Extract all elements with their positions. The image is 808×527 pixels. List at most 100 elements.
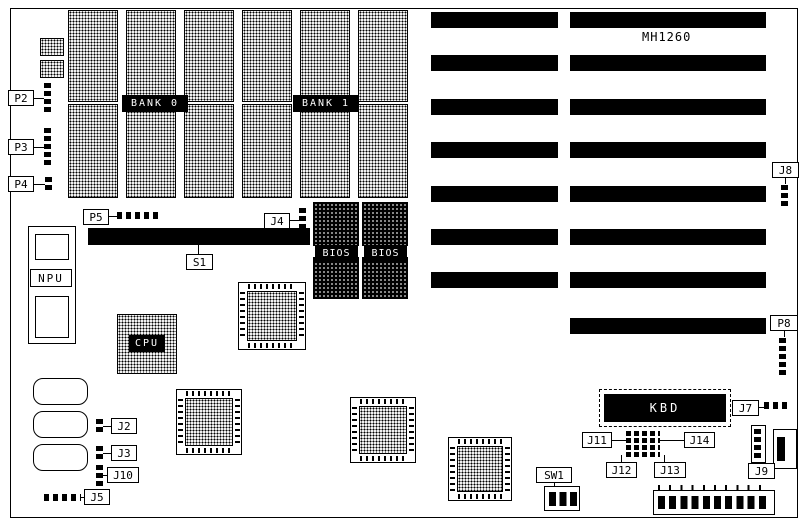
- pin-header-j7: [764, 402, 787, 409]
- ram-chip: [68, 10, 118, 102]
- pin-header-p8: [779, 338, 786, 375]
- bank0-label: BANK 0: [122, 95, 188, 112]
- label-j14: J14: [684, 432, 715, 448]
- bios-chip: [313, 257, 359, 299]
- leader-line: [621, 455, 622, 462]
- leader-line: [103, 475, 108, 476]
- right-edge-connector-contact: [777, 437, 785, 461]
- ram-chip: [184, 104, 234, 198]
- dip-switch-sw1: [544, 486, 580, 511]
- bios-label: BIOS: [364, 246, 407, 262]
- qfp-pins: [235, 399, 240, 445]
- qfp-pins: [178, 399, 183, 445]
- leader-line: [554, 483, 555, 487]
- qfp-pins: [186, 391, 232, 396]
- qfp-pins: [360, 399, 406, 404]
- label-j2: J2: [111, 418, 137, 434]
- qfp-pins: [352, 407, 357, 453]
- leader-line: [759, 407, 764, 408]
- isa-slot-segment: [431, 12, 558, 28]
- isa-slot-segment: [570, 12, 766, 28]
- npu-label: NPU: [30, 269, 72, 287]
- ram-chip: [184, 10, 234, 102]
- ram-chip: [242, 104, 292, 198]
- qfp-pins: [360, 456, 406, 461]
- qfp-chip: [176, 389, 242, 455]
- cpu-label: CPU: [129, 335, 165, 352]
- ram-chip: [68, 104, 118, 198]
- cpu-chip: [117, 314, 177, 374]
- qfp-die: [247, 291, 297, 341]
- oval-component: [33, 444, 88, 471]
- oval-component: [33, 378, 88, 405]
- label-sw1: SW1: [536, 467, 572, 483]
- qfp-die: [457, 446, 503, 492]
- qfp-pins: [450, 447, 455, 491]
- sipp-socket-s1: [88, 228, 310, 245]
- qfp-die: [359, 406, 407, 454]
- qfp-pins: [299, 292, 304, 340]
- bios-chip: [313, 202, 359, 246]
- leader-line: [785, 178, 786, 184]
- isa-slot-segment: [431, 55, 558, 71]
- ram-chip-small: [40, 38, 64, 56]
- isa-slot-segment: [570, 318, 766, 334]
- qfp-pins: [240, 292, 245, 340]
- leader-line: [103, 426, 111, 427]
- pin-header-j9: [754, 429, 761, 458]
- ram-chip-small: [40, 60, 64, 78]
- npu-socket-inner: [35, 296, 69, 338]
- leader-line: [34, 98, 44, 99]
- power-connector-ticks: [658, 485, 770, 490]
- qfp-pins: [458, 494, 502, 499]
- isa-slot-segment: [431, 272, 558, 288]
- qfp-pins: [458, 439, 502, 444]
- label-p8: P8: [770, 315, 798, 331]
- pin-header-j11-j14: [626, 431, 660, 459]
- isa-slot-segment: [570, 142, 766, 158]
- label-j11: J11: [582, 432, 612, 448]
- pin-header-j10: [96, 465, 103, 486]
- dip-switch-toggles: [549, 492, 577, 506]
- leader-line: [103, 453, 111, 454]
- pin-header-p5: [117, 212, 158, 219]
- leader-line: [81, 497, 84, 498]
- ram-chip: [358, 104, 408, 198]
- leader-line: [34, 184, 45, 185]
- label-s1: S1: [186, 254, 213, 270]
- qfp-pins: [505, 447, 510, 491]
- ram-chip: [300, 104, 350, 198]
- label-j9: J9: [748, 463, 775, 479]
- label-j3: J3: [111, 445, 137, 461]
- qfp-pins: [248, 343, 296, 348]
- qfp-die: [185, 398, 233, 446]
- pin-row: [626, 431, 660, 436]
- pin-header-j2: [96, 419, 103, 432]
- power-connector-pins: [658, 496, 770, 509]
- board-model-text: MH1260: [642, 30, 692, 44]
- npu-socket-inner: [35, 234, 69, 260]
- leader-line: [784, 331, 785, 337]
- leader-line: [612, 440, 626, 441]
- label-j7: J7: [732, 400, 759, 416]
- board-outline: [10, 8, 798, 518]
- bank1-label: BANK 1: [293, 95, 359, 112]
- ram-chip: [242, 10, 292, 102]
- isa-slot-segment: [431, 186, 558, 202]
- label-p2: P2: [8, 90, 34, 106]
- label-p5: P5: [83, 209, 109, 225]
- pin-row: [626, 452, 660, 457]
- label-p4: P4: [8, 176, 34, 192]
- leader-line: [664, 455, 665, 462]
- pin-row: [626, 438, 660, 443]
- ram-chip: [126, 104, 176, 198]
- qfp-chip: [448, 437, 512, 501]
- leader-line: [109, 216, 117, 217]
- leader-line: [290, 220, 299, 221]
- bios-chip: [362, 257, 408, 299]
- pin-header-j8: [781, 185, 788, 206]
- qfp-pins: [409, 407, 414, 453]
- label-j4: J4: [264, 213, 290, 229]
- isa-slot-segment: [431, 142, 558, 158]
